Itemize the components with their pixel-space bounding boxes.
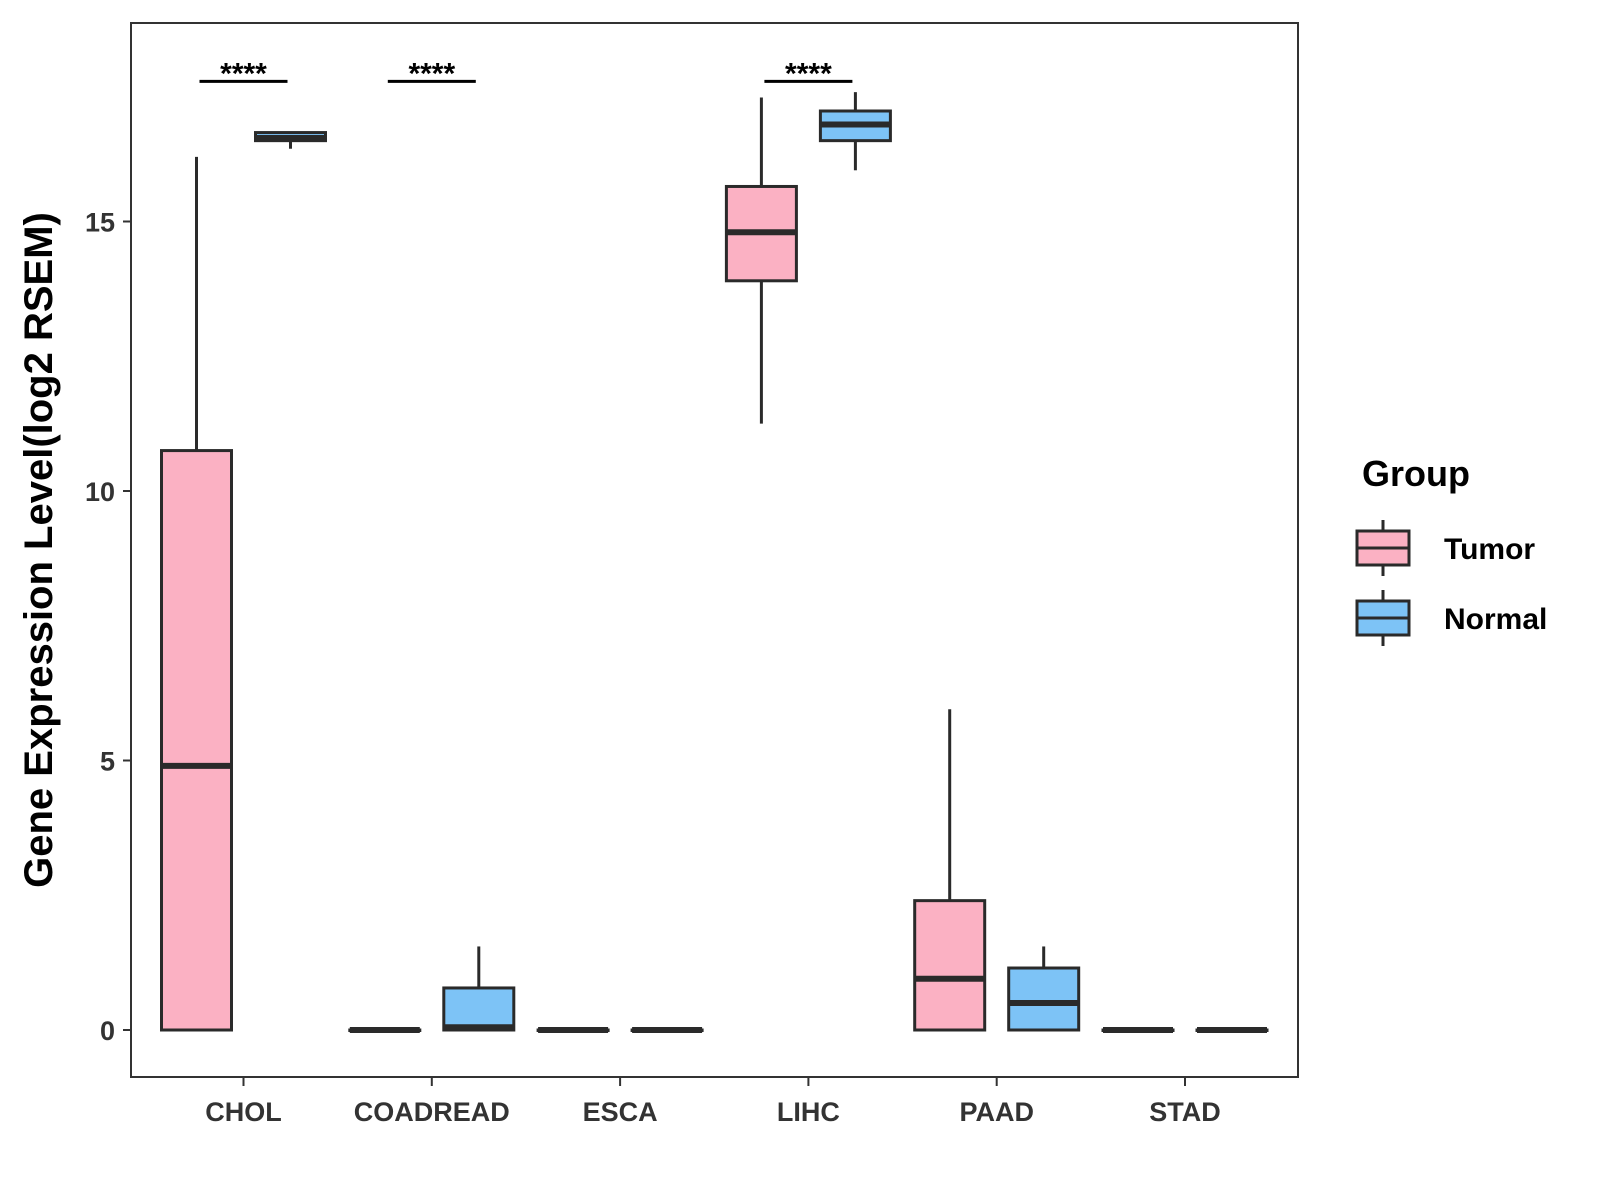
box-body xyxy=(1007,966,1081,1032)
y-axis-title: Gene Expression Level(log2 RSEM) xyxy=(17,212,61,888)
x-tick-label-lihc: LIHC xyxy=(777,1097,840,1127)
significance-label: **** xyxy=(785,57,832,90)
x-tick-label-paad: PAAD xyxy=(959,1097,1034,1127)
box-normal-stad xyxy=(1195,1027,1269,1033)
legend-entry-normal: Normal xyxy=(1355,590,1547,646)
x-tick-label-chol: CHOL xyxy=(205,1097,282,1127)
box-body xyxy=(913,899,987,1032)
y-tick-label: 15 xyxy=(85,208,115,238)
box-normal-esca xyxy=(630,1027,704,1033)
box-tumor-esca xyxy=(536,1027,610,1033)
box-normal-paad xyxy=(1007,946,1081,1032)
y-tick-label: 10 xyxy=(85,477,115,507)
plot-area: **** **** **** xyxy=(160,57,1269,1033)
x-tick-label-coadread: COADREAD xyxy=(354,1097,510,1127)
box-tumor-lihc xyxy=(724,97,798,424)
x-tick-label-esca: ESCA xyxy=(583,1097,658,1127)
legend-entry-tumor: Tumor xyxy=(1355,520,1535,576)
box-normal-coadread xyxy=(442,946,516,1032)
legend-title: Group xyxy=(1362,453,1470,494)
box-tumor-paad xyxy=(913,709,987,1032)
legend-label: Tumor xyxy=(1444,533,1535,566)
box-tumor-coadread xyxy=(348,1027,422,1033)
box-normal-chol xyxy=(254,131,327,149)
y-tick-label: 5 xyxy=(100,747,115,777)
box-tumor-stad xyxy=(1101,1027,1175,1033)
box-tumor-chol xyxy=(160,156,233,1032)
plot-border xyxy=(130,22,1299,1078)
significance-label: **** xyxy=(408,57,455,90)
y-tick-label: 0 xyxy=(100,1016,115,1046)
legend-label: Normal xyxy=(1444,603,1547,636)
x-tick-label-stad: STAD xyxy=(1149,1097,1221,1127)
box-body xyxy=(442,986,516,1032)
box-body xyxy=(160,449,233,1032)
significance-label: **** xyxy=(220,57,267,90)
box-normal-lihc xyxy=(818,92,892,171)
